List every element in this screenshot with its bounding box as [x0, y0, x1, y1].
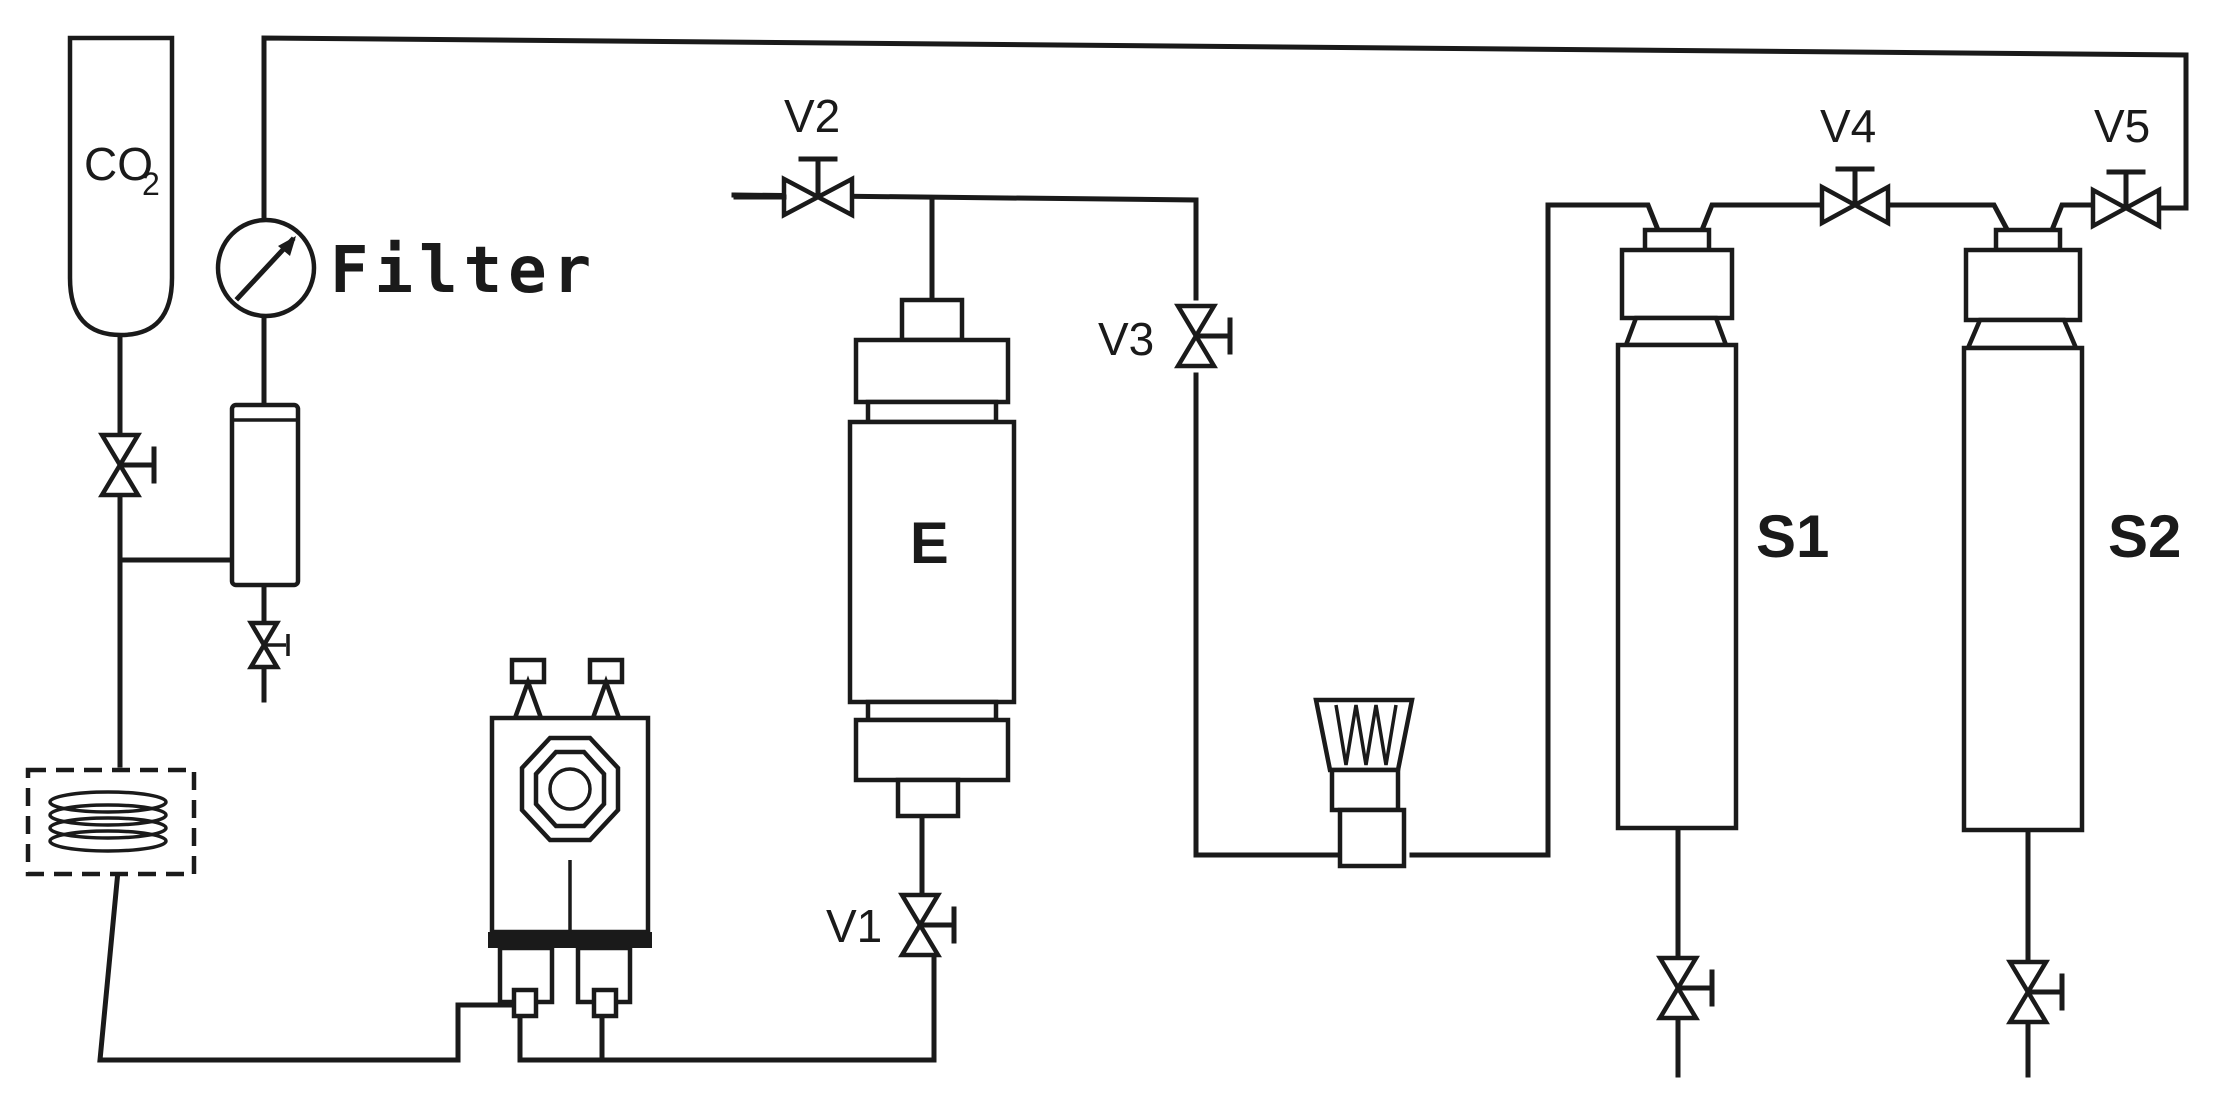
valve-v4 [1819, 166, 1891, 227]
co2-cylinder-valve [98, 432, 157, 498]
filter-vessel [229, 402, 301, 588]
valve-v5-label: V5 [2094, 100, 2150, 152]
heat-exchanger [25, 767, 197, 877]
back-pressure-regulator [1313, 697, 1415, 869]
bottom-feed-line [97, 847, 521, 1063]
separator-s2-label: S2 [2108, 503, 2181, 570]
s1-to-s2-line [1696, 202, 1825, 239]
high-pressure-pump [488, 657, 652, 1019]
valve-v3-label: V3 [1098, 313, 1154, 365]
valve-v2-label: V2 [784, 90, 840, 142]
s1-drain-valve [1656, 955, 1715, 1021]
separator-feed-line [1193, 372, 1343, 858]
valve-v1 [898, 892, 957, 958]
co2-cylinder: CO 2 [67, 35, 175, 338]
co2-subscript: 2 [142, 166, 160, 202]
recycle-line [261, 35, 2189, 228]
pressure-gauge: Filter [215, 217, 597, 319]
co2-label: CO [84, 138, 153, 190]
separator-s2: S2 [1961, 227, 2181, 833]
s2-drain-valve [2006, 959, 2065, 1025]
extractor-outlet-line [731, 192, 1199, 301]
separator-s1: S1 [1615, 227, 1829, 831]
piping [97, 35, 2189, 1078]
separator-s1-label: S1 [1756, 503, 1829, 570]
valve-v3 [1174, 303, 1233, 369]
filter-drain-valve [247, 620, 290, 670]
valve-v1-label: V1 [826, 900, 882, 952]
valve-v4-label: V4 [1820, 100, 1876, 152]
valve-v5 [2090, 169, 2162, 230]
filter-label: Filter [330, 234, 597, 308]
pump-discharge-line [517, 952, 937, 1063]
extractor-label: E [910, 511, 949, 576]
extractor-vessel: E [847, 297, 1017, 819]
valve-v2 [781, 156, 855, 219]
